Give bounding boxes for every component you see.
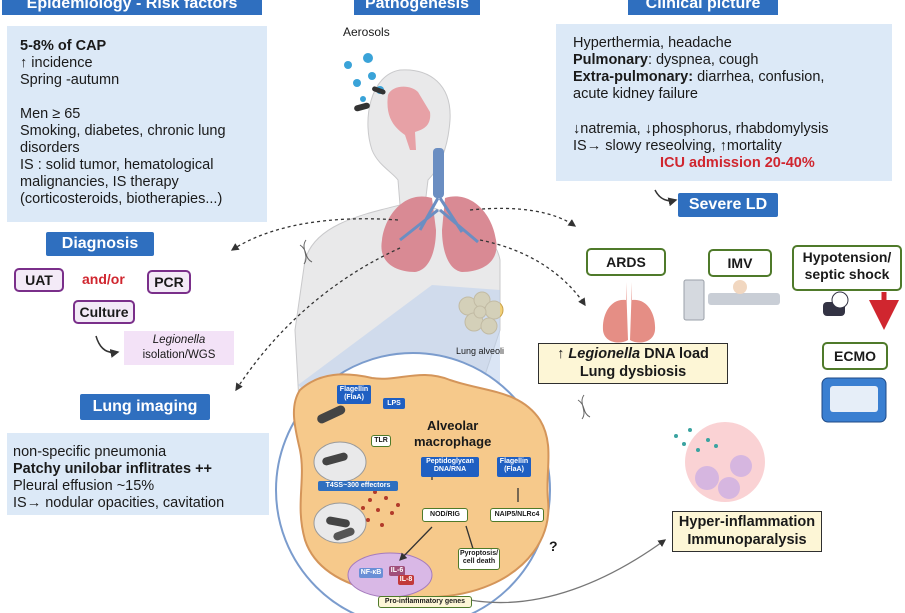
pulmonary-text: : dyspnea, cough [647, 52, 759, 68]
naip5-tag: NAIP5/NLRc4 [490, 508, 544, 522]
ecmo-label: ECMO [822, 342, 888, 370]
nfkb-tag: NF-κB [359, 568, 383, 578]
culture-test: Culture [73, 300, 135, 324]
isolation-label: isolation/WGS [142, 349, 216, 361]
isolation-box: Legionella isolation/WGS [124, 331, 234, 365]
and-or-label: and/or [82, 271, 125, 287]
icu-admission: ICU admission 20-40% [660, 155, 815, 171]
clinical-panel [556, 24, 892, 181]
nod-rig-tag: NOD/RIG [422, 508, 468, 522]
lung-imaging-panel [7, 433, 269, 515]
comorbidities-2: disorders [20, 140, 80, 156]
clinical-line-5: ↓natremia, ↓phosphorus, rhabdomylysis [573, 121, 829, 137]
ards-label: ARDS [586, 248, 666, 276]
epidemiology-panel [7, 26, 267, 222]
tlr-tag: TLR [371, 435, 391, 447]
imaging-line-3: Pleural effusion ~15% [13, 478, 155, 494]
peptidoglycan-tag: Peptidoglycan DNA/RNA [421, 457, 479, 477]
epidemiology-header: Epidemiology - Risk factors [2, 0, 262, 15]
airway [387, 86, 431, 150]
pathogenesis-header: Pathogenesis [354, 0, 480, 15]
extra-text: diarrhea, confusion, [693, 69, 825, 85]
dna-load-box: ↑ Legionella DNA load Lung dysbiosis [538, 343, 728, 384]
effector-dots [361, 490, 400, 527]
ventilator-bed-icon [708, 293, 780, 305]
imaging-line-1: non-specific pneumonia [13, 444, 167, 460]
clinical-line-pulmonary: Pulmonary: dyspnea, cough [573, 52, 758, 69]
cytokine-dots [674, 428, 718, 452]
is-factors-2: malignancies, IS therapy [20, 174, 179, 190]
clinical-line-4: acute kidney failure [573, 86, 698, 102]
ards-lungs-icon [602, 282, 656, 343]
macrophage-cell [292, 373, 550, 599]
is-factors-3: (corticosteroids, biotherapies...) [20, 191, 223, 207]
hypotension-label: Hypotension/ septic shock [792, 245, 902, 291]
severe-ld-badge: Severe LD [678, 193, 778, 217]
dysbiosis-line: Lung dysbiosis [579, 364, 687, 380]
pyroptosis-tag: Pyroptosis/ cell death [458, 548, 500, 570]
lung-imaging-header: Lung imaging [80, 394, 210, 420]
pro-inflammatory-genes-tag: Pro-inflammatory genes [378, 596, 472, 608]
hyper-inflammation-line: Hyper-inflammation [678, 514, 816, 530]
season: Spring -autumn [20, 72, 120, 88]
t4ss-tag: T4SS~300 effectors [318, 481, 398, 491]
is-factors-1: IS : solid tumor, hematological [20, 157, 214, 173]
extra-label: Extra-pulmonary: [573, 69, 694, 85]
dna-load-line: ↑ Legionella DNA load [557, 346, 709, 362]
comorbidities-1: Smoking, diabetes, chronic lung [20, 123, 226, 139]
clinical-header: Clinical picture [628, 0, 778, 15]
imv-label: IMV [708, 249, 772, 277]
cap-share: 5-8% of CAP [20, 38, 107, 54]
flagellin-tag-2: Flagellin (FlaA) [497, 457, 531, 477]
clinical-line-extra: Extra-pulmonary: diarrhea, confusion, [573, 69, 824, 86]
clinical-line-1: Hyperthermia, headache [573, 35, 732, 51]
trachea [433, 148, 444, 198]
legionella-label: Legionella [152, 334, 206, 346]
flagellin-tag: Flagellin (FlaA) [337, 385, 371, 404]
pcr-test: PCR [147, 270, 191, 294]
lps-tag: LPS [383, 398, 405, 409]
men-age: Men ≥ 65 [20, 106, 81, 122]
uat-test: UAT [14, 268, 64, 292]
il6-tag: IL-6 [389, 566, 405, 576]
incidence: ↑ incidence [20, 55, 93, 71]
diagnosis-header: Diagnosis [46, 232, 154, 256]
imaging-line-2: Patchy unilobar inflitrates ++ [13, 461, 213, 477]
il8-tag: IL-8 [398, 575, 414, 585]
hyper-inflammation-box: Hyper-inflammation Immunoparalysis [672, 511, 822, 552]
question-mark: ? [549, 538, 558, 554]
aerosols-label: Aerosols [343, 25, 390, 39]
pulmonary-label: Pulmonary [573, 52, 648, 68]
clinical-line-6: IS→ slowy reseolving, ↑mortality [573, 138, 782, 154]
imaging-line-4: IS→ nodular opacities, cavitation [13, 495, 225, 511]
immunoparalysis-line: Immunoparalysis [687, 532, 807, 548]
lung-alveoli-label: Lung alveoli [456, 346, 505, 356]
